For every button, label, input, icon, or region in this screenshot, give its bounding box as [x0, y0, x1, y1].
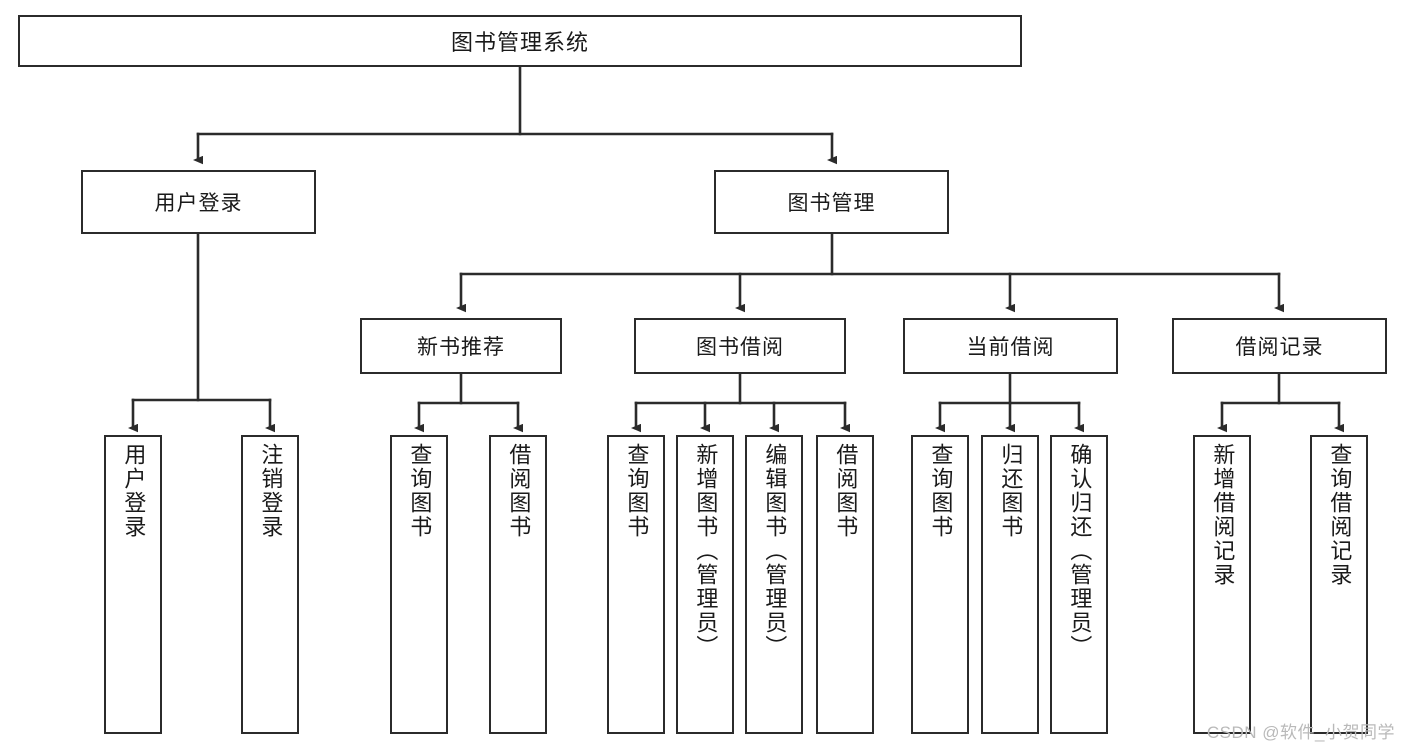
- node-user-login[interactable]: 用户登录: [81, 170, 316, 234]
- node-label: 注销登录: [258, 443, 284, 539]
- leaf-user-login-login[interactable]: 用户登录: [104, 435, 162, 734]
- node-label: 用户登录: [121, 443, 147, 539]
- leaf-book-borrow-borrow-book[interactable]: 借阅图书: [816, 435, 874, 734]
- node-label: 新增图书（管理员）: [693, 443, 719, 659]
- node-label: 图书借阅: [696, 336, 784, 359]
- node-current-borrow[interactable]: 当前借阅: [903, 318, 1118, 374]
- node-label: 确认归还（管理员）: [1067, 443, 1093, 659]
- node-label: 图书管理系统: [450, 30, 589, 55]
- leaf-current-borrow-query-book[interactable]: 查询图书: [911, 435, 969, 734]
- leaf-user-login-logout[interactable]: 注销登录: [241, 435, 299, 734]
- node-label: 查询图书: [624, 443, 650, 539]
- node-label: 借阅图书: [833, 443, 859, 539]
- leaf-new-book-query-book[interactable]: 查询图书: [390, 435, 448, 734]
- leaf-borrow-record-query-record[interactable]: 查询借阅记录: [1310, 435, 1368, 734]
- node-label: 编辑图书（管理员）: [762, 443, 788, 659]
- node-label: 借阅记录: [1235, 336, 1324, 359]
- node-label: 归还图书: [998, 443, 1024, 539]
- node-book-borrow[interactable]: 图书借阅: [634, 318, 846, 374]
- node-label: 借阅图书: [506, 443, 532, 539]
- node-label: 查询借阅记录: [1327, 443, 1353, 587]
- leaf-current-borrow-confirm-return-admin[interactable]: 确认归还（管理员）: [1050, 435, 1108, 734]
- leaf-book-borrow-query-book[interactable]: 查询图书: [607, 435, 665, 734]
- node-label: 当前借阅: [966, 336, 1055, 359]
- node-label: 查询图书: [928, 443, 954, 539]
- leaf-current-borrow-return-book[interactable]: 归还图书: [981, 435, 1039, 734]
- node-label: 新增借阅记录: [1210, 443, 1236, 587]
- leaf-book-borrow-add-book-admin[interactable]: 新增图书（管理员）: [676, 435, 734, 734]
- node-book-management[interactable]: 图书管理: [714, 170, 949, 234]
- node-borrow-record[interactable]: 借阅记录: [1172, 318, 1387, 374]
- watermark-text: CSDN @软件_小贺同学: [1206, 723, 1395, 742]
- node-label: 图书管理: [787, 192, 876, 215]
- node-label: 新书推荐: [417, 336, 505, 359]
- node-root-book-management-system[interactable]: 图书管理系统: [18, 15, 1022, 67]
- node-label: 查询图书: [407, 443, 433, 539]
- node-label: 用户登录: [154, 192, 243, 215]
- leaf-new-book-borrow-book[interactable]: 借阅图书: [489, 435, 547, 734]
- node-new-book-recommend[interactable]: 新书推荐: [360, 318, 562, 374]
- leaf-borrow-record-add-record[interactable]: 新增借阅记录: [1193, 435, 1251, 734]
- leaf-book-borrow-edit-book-admin[interactable]: 编辑图书（管理员）: [745, 435, 803, 734]
